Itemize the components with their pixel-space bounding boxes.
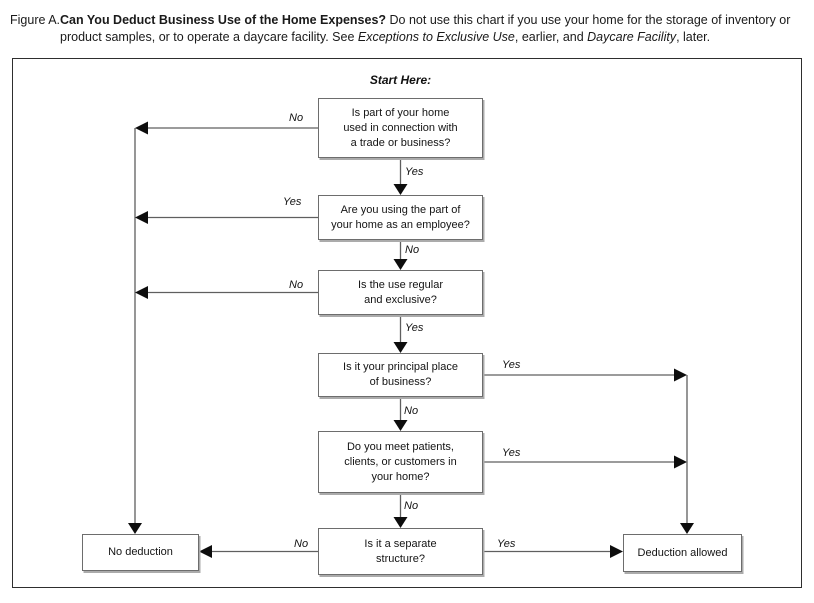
start-here-label: Start Here: bbox=[369, 73, 432, 87]
label-q4-no: No bbox=[404, 405, 419, 417]
label-q2-yes: Yes bbox=[283, 196, 302, 208]
figure-desc-italic-1: Exceptions to Exclusive Use bbox=[357, 30, 515, 44]
node-q6-separate-structure: Is it a separate structure? bbox=[318, 528, 483, 575]
edge-q2-yes bbox=[135, 211, 318, 224]
edge-q6-yes bbox=[483, 545, 623, 558]
edge-q1-no bbox=[135, 121, 318, 135]
node-q1-trade-or-business: Is part of your home used in connection … bbox=[318, 98, 483, 158]
node-q2-employee: Are you using the part of your home as a… bbox=[318, 195, 483, 240]
label-q1-no: No bbox=[289, 112, 304, 124]
node-q5-meet-patients: Do you meet patients, clients, or custom… bbox=[318, 431, 483, 493]
label-q1-yes: Yes bbox=[405, 166, 424, 178]
label-q5-yes: Yes bbox=[502, 447, 521, 459]
edge-left-collector bbox=[128, 128, 142, 534]
edge-q3-yes bbox=[393, 315, 408, 353]
node-no-deduction: No deduction bbox=[82, 534, 199, 571]
edge-q2-no bbox=[393, 240, 408, 270]
label-q2-no: No bbox=[405, 244, 420, 256]
label-q4-yes: Yes bbox=[502, 359, 521, 371]
figure-desc-1: Do not use this chart if you use your ho… bbox=[60, 13, 791, 44]
edge-q4-yes bbox=[483, 368, 687, 382]
figure-desc-2: , earlier, and bbox=[514, 30, 588, 44]
edge-q5-yes bbox=[483, 455, 687, 469]
label-q6-yes: Yes bbox=[497, 538, 516, 550]
figure-header: Figure A. Can You Deduct Business Use of… bbox=[10, 12, 802, 46]
edge-q5-no bbox=[393, 493, 408, 528]
figure-title-text: Can You Deduct Business Use of the Home … bbox=[60, 12, 802, 46]
flowchart: Start Here: Is part of your home used in… bbox=[12, 58, 802, 588]
node-deduction-allowed: Deduction allowed bbox=[623, 534, 742, 572]
edge-q1-yes bbox=[393, 158, 408, 195]
flowchart-connectors bbox=[128, 121, 694, 558]
edge-q4-no bbox=[393, 397, 408, 431]
figure-desc-italic-2: Daycare Facility bbox=[587, 30, 677, 44]
edge-right-collector bbox=[680, 375, 694, 534]
figure-title: Can You Deduct Business Use of the Home … bbox=[60, 13, 387, 27]
figure-label: Figure A. bbox=[10, 13, 61, 27]
edge-q6-no bbox=[199, 545, 318, 558]
label-q3-no: No bbox=[289, 279, 304, 291]
figure-desc-3: , later. bbox=[676, 30, 711, 44]
label-q3-yes: Yes bbox=[405, 322, 424, 334]
label-q5-no: No bbox=[404, 500, 419, 512]
edge-q3-no bbox=[135, 286, 318, 299]
node-q3-regular-exclusive: Is the use regular and exclusive? bbox=[318, 270, 483, 315]
node-q4-principal-place: Is it your principal place of business? bbox=[318, 353, 483, 397]
label-q6-no: No bbox=[294, 538, 309, 550]
